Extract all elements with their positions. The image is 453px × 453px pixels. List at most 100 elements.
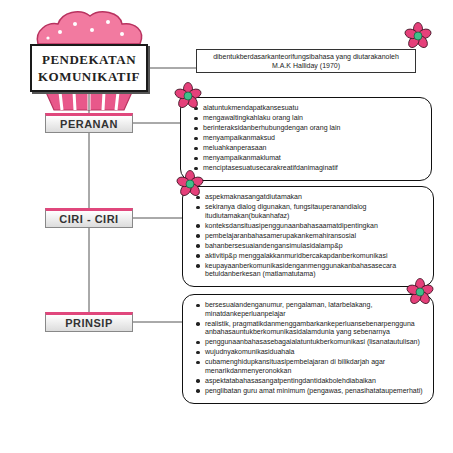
list-item: pembelajaranbahasamerupakankemahiransosi…	[205, 232, 423, 241]
list-item-text: aktivitip&p menggalakkanmuridbercakapdan…	[205, 252, 423, 261]
connector-stroke	[89, 228, 90, 312]
bullet-dot	[196, 361, 200, 365]
connector-stroke	[133, 123, 180, 124]
box-text: PENDEKATAN KOMUNIKATIF	[36, 51, 142, 85]
list-item-text: menciptasesuatusecarakreatifdanimaginati…	[203, 164, 421, 173]
list-item: mengawaltingkahlaku orang lain	[203, 114, 421, 123]
list-item-text: sekiranya dialog digunakan, fungsitauper…	[205, 203, 423, 220]
box-text: PRINSIP	[65, 317, 113, 329]
bullet-dot	[194, 107, 198, 111]
bullet-dot	[194, 127, 198, 131]
list-item-text: realistik, pragmatikdanmenggambarkankepe…	[205, 320, 423, 337]
list-item-text: menyampaikanmaklumat	[203, 154, 421, 163]
bullet-dot	[196, 304, 200, 308]
bullet-dot	[196, 389, 200, 393]
list-item-text: cubamenghidupkansituasipembelajaran di b…	[205, 358, 423, 375]
list-item-text: pembelajaranbahasamerupakankemahiransosi…	[205, 232, 423, 241]
bullet-dot	[196, 322, 200, 326]
flower	[174, 83, 202, 110]
list-box: aspekmaknasangatdiutamakansekiranya dial…	[182, 186, 434, 287]
list-item-text: aspekmaknasangatdiutamakan	[205, 193, 423, 202]
list-item: meluahkanperasaan	[203, 144, 421, 153]
flower	[176, 171, 204, 198]
bullet-dot	[194, 147, 198, 151]
bullet-dot	[196, 351, 200, 355]
list-item: bahanbersesuaiandengansimulasidalamp&p	[205, 242, 423, 251]
list-item: menyampaikanmaklumat	[203, 154, 421, 163]
list-item: menyampaikanmaksud	[203, 134, 421, 143]
connector-stroke	[89, 92, 90, 113]
list-item: wujudnyakomunikasiduahala	[205, 348, 423, 357]
sprinkle	[120, 32, 124, 36]
list-item-text: bahanbersesuaiandengansimulasidalamp&p	[205, 242, 423, 251]
list-item-text: mengawaltingkahlaku orang lain	[203, 114, 421, 123]
bullet-dot	[194, 167, 198, 171]
list-item-text: aspektatabahasasangatpentingdantidakbole…	[205, 377, 423, 386]
bullet-dot	[196, 254, 200, 258]
bullet-dot	[196, 244, 200, 248]
connector-line	[89, 133, 90, 208]
bullet-dot	[196, 224, 200, 228]
bullet-dot	[194, 117, 198, 121]
list-item-text: keupayaanberkomunikasidenganmenggunakanb…	[205, 262, 423, 279]
list-item: aktivitip&p menggalakkanmuridbercakapdan…	[205, 252, 423, 261]
list-item: realistik, pragmatikdanmenggambarkankepe…	[205, 320, 423, 337]
cupcake-stripes	[60, 92, 118, 110]
bullet-dot	[194, 157, 198, 161]
list-box: alatuntukmendapatkansesuatumengawaltingk…	[180, 97, 432, 181]
sprinkle	[106, 20, 110, 24]
list-item-text: penglibatan guru amat minimum (pengawas,…	[205, 387, 423, 396]
note-box: dibentukberdasarkanteorifungsibahasa yan…	[196, 49, 416, 73]
connector-line	[133, 123, 180, 124]
box-text: PERANAN	[60, 118, 118, 130]
bullet-dot	[196, 206, 200, 210]
flower	[404, 23, 432, 50]
list-item: penglibatan guru amat minimum (pengawas,…	[205, 387, 423, 396]
cupcake-base	[46, 92, 132, 110]
bullet-dot	[196, 196, 200, 200]
title-box: PENDEKATAN KOMUNIKATIF	[30, 44, 148, 92]
list-item-text: alatuntukmendapatkansesuatu	[203, 104, 421, 113]
list-item-text: menyampaikanmaksud	[203, 134, 421, 143]
bullet-dot	[196, 341, 200, 345]
connector-stroke	[133, 322, 182, 323]
flower	[406, 279, 434, 306]
sprinkle	[90, 28, 94, 32]
sprinkle	[46, 36, 49, 39]
box-text: dibentukberdasarkanteorifungsibahasa yan…	[205, 52, 407, 70]
list-item: penggunaanbahasasebagaialatuntukberkomun…	[205, 338, 423, 347]
sprinkle	[73, 22, 77, 26]
list-item: keupayaanberkomunikasidenganmenggunakanb…	[205, 262, 423, 279]
list-item: bersesuaiandenganumur, pengalaman, latar…	[205, 301, 423, 318]
list-box: bersesuaiandenganumur, pengalaman, latar…	[182, 294, 434, 404]
sprinkle	[58, 30, 62, 34]
connector-line	[148, 68, 196, 69]
list-item-text: bersesuaiandenganumur, pengalaman, latar…	[205, 301, 423, 318]
list-item-text: konteksdansituasipenggunaanbahasaamatdip…	[205, 222, 423, 231]
list-item: berinteraksidanberhubungdengan orang lai…	[203, 124, 421, 133]
list-item-text: wujudnyakomunikasiduahala	[205, 348, 423, 357]
list-item: sekiranya dialog digunakan, fungsitauper…	[205, 203, 423, 220]
list-item: menciptasesuatusecarakreatifdanimaginati…	[203, 164, 421, 173]
list-item: aspektatabahasasangatpentingdantidakbole…	[205, 377, 423, 386]
cupcake-frosting	[37, 12, 141, 44]
box-text: CIRI - CIRI	[59, 213, 118, 225]
bullet-dot	[196, 379, 200, 383]
section-label: CIRI - CIRI	[45, 208, 133, 228]
connector-stroke	[133, 218, 182, 219]
bullet-dot	[194, 137, 198, 141]
list-item: cubamenghidupkansituasipembelajaran di b…	[205, 358, 423, 375]
bullet-dot	[196, 264, 200, 268]
connector-line	[133, 322, 182, 323]
list-item-text: meluahkanperasaan	[203, 144, 421, 153]
connector-stroke	[148, 68, 196, 69]
connector-stroke	[89, 133, 90, 208]
list-item-text: berinteraksidanberhubungdengan orang lai…	[203, 124, 421, 133]
connector-line	[133, 218, 182, 219]
list-item: alatuntukmendapatkansesuatu	[203, 104, 421, 113]
connector-line	[89, 228, 90, 312]
connector-line	[89, 92, 90, 113]
bullet-dot	[196, 234, 200, 238]
list-item: aspekmaknasangatdiutamakan	[205, 193, 423, 202]
